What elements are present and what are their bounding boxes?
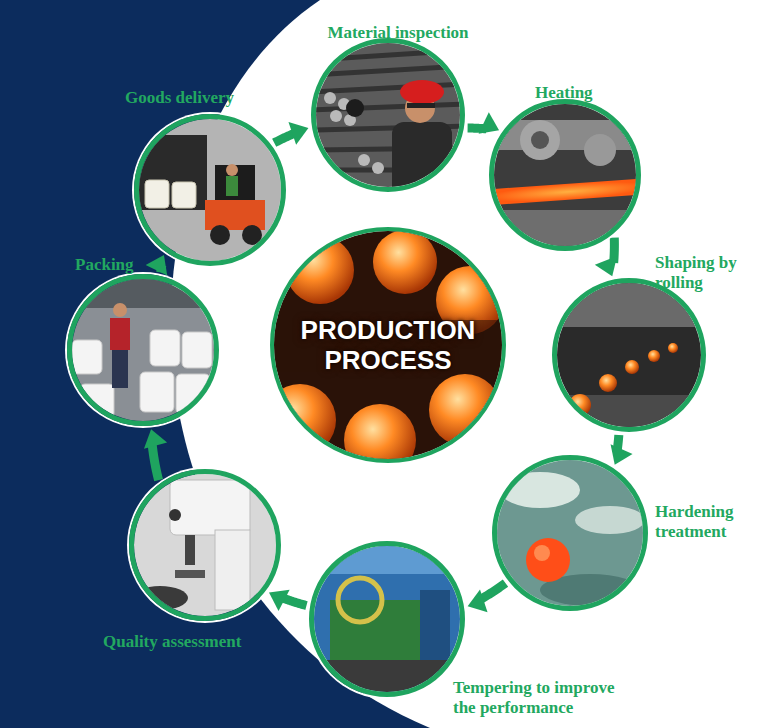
step-label: Hardening treatment [655, 502, 755, 542]
flow-arrow [274, 122, 308, 145]
flow-arrow [144, 429, 167, 480]
step-label: Shaping by rolling [655, 253, 755, 293]
step-label: Heating [535, 83, 593, 103]
arrow-head [611, 444, 633, 464]
step-label: Tempering to improve the performance [453, 678, 628, 718]
tempering-photo [312, 544, 464, 700]
hardening-photo [495, 458, 647, 610]
hardness-tester-photo [132, 472, 282, 622]
arrow-head [146, 255, 168, 276]
center-title: PRODUCTION PROCESS [293, 315, 483, 375]
process-photo-circle: Shaping by rolling [552, 278, 706, 432]
flow-arrow [468, 583, 506, 612]
process-photo-circle: Hardening treatment [492, 455, 648, 611]
process-photo-circle: Packing [67, 274, 219, 426]
process-photo-circle: Material inspection [311, 38, 465, 192]
heating-photo [488, 100, 649, 252]
inspection-photo [312, 40, 466, 202]
step-label: Material inspection [327, 23, 468, 43]
step-label: Quality assessment [103, 632, 241, 652]
arrow-head [468, 589, 488, 612]
process-photo-circle: Tempering to improve the performance [309, 541, 465, 697]
arrow-head [144, 429, 167, 449]
flow-arrow [611, 435, 633, 465]
process-photo-circle: Goods delivery [134, 114, 286, 266]
step-label: Packing [75, 255, 134, 275]
flow-arrow [595, 238, 617, 277]
white-ground [171, 0, 774, 728]
delivery-photo [137, 117, 287, 265]
flow-arrow [468, 112, 499, 134]
step-label: Goods delivery [125, 88, 234, 108]
flow-arrow-line [152, 441, 159, 480]
process-photo-circle: Heating [489, 99, 641, 251]
arrow-head [595, 256, 617, 276]
center-circle: PRODUCTION PROCESS [270, 227, 506, 463]
arrow-head [479, 112, 499, 134]
process-photo-circle: Quality assessment [129, 469, 281, 621]
arrow-head [269, 590, 290, 611]
grinding-balls-photo [264, 229, 506, 476]
arrow-head [288, 122, 308, 145]
flow-arrow [269, 590, 306, 611]
flow-arrow [146, 255, 168, 276]
rolling-photo [555, 282, 705, 435]
packing-photo [70, 278, 220, 424]
